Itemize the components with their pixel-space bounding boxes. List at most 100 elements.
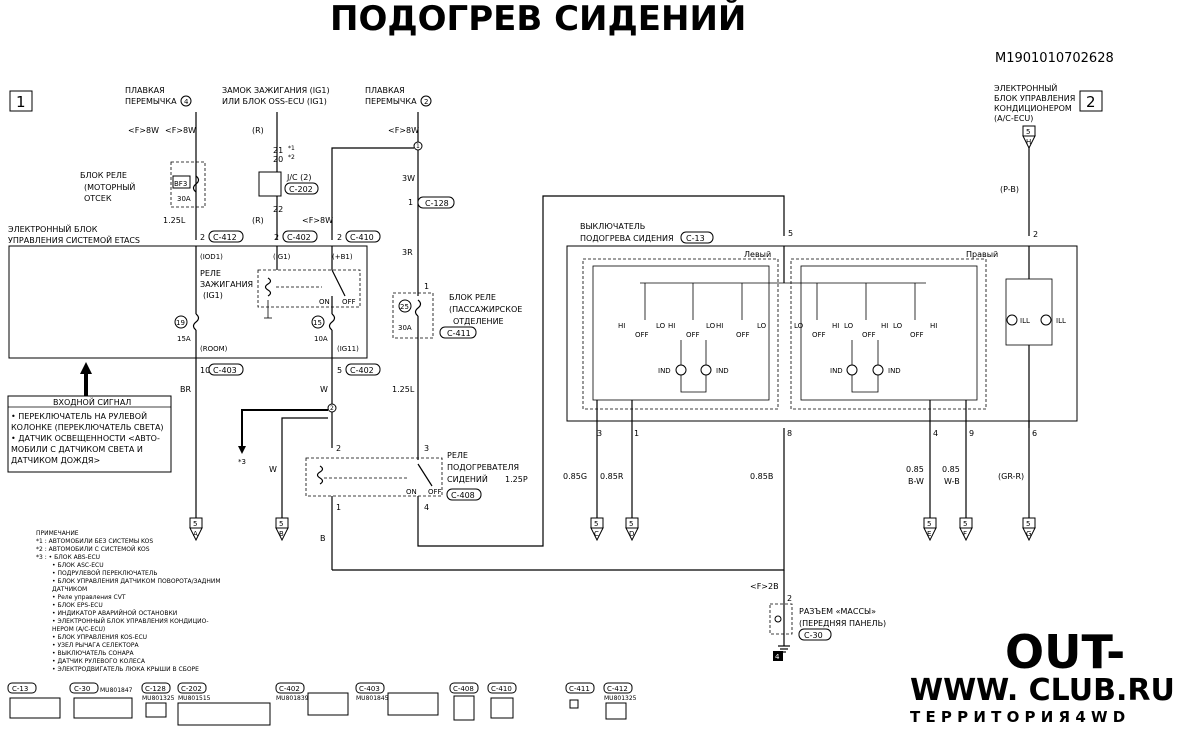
offpage-f: 5 F bbox=[959, 517, 973, 542]
svg-text:• ПОДРУЛЕВОЙ ПЕРЕКЛЮЧАТЕЛЬ: • ПОДРУЛЕВОЙ ПЕРЕКЛЮЧАТЕЛЬ bbox=[52, 570, 157, 577]
pin-1-seatrelay: 1 bbox=[336, 503, 341, 512]
c408-label: C-408 bbox=[451, 491, 475, 500]
relay-ign-switch bbox=[331, 269, 346, 297]
star-1: *1 bbox=[288, 145, 295, 152]
ground-label-1: РАЗЪЕМ «МАССЫ» bbox=[799, 607, 876, 616]
svg-text:MU801847: MU801847 bbox=[100, 687, 133, 694]
svg-text:IND: IND bbox=[716, 367, 729, 375]
seat-relay-coil bbox=[316, 465, 324, 485]
pass-relay-2: (ПАССАЖИРСКОЕ bbox=[449, 305, 522, 314]
relay-ign-on: ON bbox=[319, 298, 330, 306]
svg-text:C-202: C-202 bbox=[181, 685, 202, 693]
svg-text:D: D bbox=[629, 530, 634, 538]
label-r-2: (R) bbox=[252, 216, 264, 225]
pin-8-switch: 8 bbox=[787, 429, 792, 438]
svg-text:HI: HI bbox=[668, 322, 675, 330]
svg-text:C-13: C-13 bbox=[12, 685, 28, 693]
ign-label-1: ЗАМОК ЗАЖИГАНИЯ (IG1) bbox=[222, 86, 330, 95]
input-line-5: ДАТЧИКОМ ДОЖДЯ> bbox=[11, 456, 100, 465]
label-f8w-2: <F>8W bbox=[165, 126, 196, 135]
page-number-right: 2 bbox=[1086, 93, 1096, 111]
svg-text:• ИНДИКАТОР АВАРИЙНОЙ ОСТАНОВК: • ИНДИКАТОР АВАРИЙНОЙ ОСТАНОВКИ bbox=[52, 610, 177, 617]
svg-text:LO: LO bbox=[893, 322, 903, 330]
wire-label-085bw-2: B-W bbox=[908, 477, 924, 486]
svg-text:C-411: C-411 bbox=[569, 685, 590, 693]
offpage-h: 5 H bbox=[1022, 125, 1036, 150]
svg-text:HI: HI bbox=[618, 322, 625, 330]
ground-connector bbox=[769, 603, 793, 635]
pass-relay-1: БЛОК РЕЛЕ bbox=[449, 293, 496, 302]
c202-tag bbox=[284, 182, 319, 195]
svg-text:OFF: OFF bbox=[686, 331, 700, 339]
fuse15-amps: 10A bbox=[314, 335, 328, 343]
page-number-left-box bbox=[9, 90, 33, 112]
svg-text:ПРИМЕЧАНИЕ: ПРИМЕЧАНИЕ bbox=[36, 530, 79, 537]
wire-ground-bus bbox=[332, 428, 785, 571]
label-r-1: (R) bbox=[252, 126, 264, 135]
pin-6-switch: 6 bbox=[1032, 429, 1037, 438]
seat-switch-block bbox=[566, 245, 1078, 422]
label-f8w-1: <F>8W bbox=[128, 126, 159, 135]
svg-text:HI: HI bbox=[832, 322, 839, 330]
relay-ign-3: (IG1) bbox=[203, 291, 223, 300]
etacs-label-1: ЭЛЕКТРОННЫЙ БЛОК bbox=[8, 223, 98, 234]
wire-label-125p: 1.25P bbox=[505, 475, 528, 484]
switch-right-inner bbox=[800, 265, 978, 401]
ill-lamp-1: ILL bbox=[1006, 314, 1030, 326]
input-line-3: • ДАТЧИК ОСВЕЩЕННОСТИ <АВТО- bbox=[11, 434, 160, 443]
pin-22: 22 bbox=[273, 205, 283, 214]
c402-label-a: C-402 bbox=[287, 233, 311, 242]
c128-label: C-128 bbox=[425, 199, 449, 208]
etacs-ig11: (IG11) bbox=[337, 345, 359, 353]
svg-text:5: 5 bbox=[279, 520, 283, 528]
svg-text:5: 5 bbox=[594, 520, 598, 528]
switch-right: Правый bbox=[966, 250, 998, 259]
fuse-bf3: BF3 bbox=[174, 180, 187, 188]
wire-label-3r: 3R bbox=[402, 248, 413, 257]
c202-label: C-202 bbox=[289, 185, 313, 194]
svg-text:C-128: C-128 bbox=[145, 685, 166, 693]
relay-block-engine-outline bbox=[170, 161, 206, 208]
pass-relay-outline bbox=[392, 292, 434, 339]
wire-1-25p bbox=[417, 195, 785, 547]
fuse4-num-circle bbox=[180, 95, 192, 107]
ground-num-box bbox=[773, 651, 783, 661]
fuse2-num-circle bbox=[420, 95, 432, 107]
fuse-bf3-box bbox=[172, 175, 191, 189]
ac-label-4: (A/C-ECU) bbox=[994, 114, 1033, 123]
svg-text:• БЛОК ASC-ECU: • БЛОК ASC-ECU bbox=[52, 562, 104, 569]
pin-5-c402: 5 bbox=[337, 366, 342, 375]
svg-text:C-403: C-403 bbox=[359, 685, 380, 693]
seat-relay-switch bbox=[417, 463, 433, 487]
svg-text:OUT-: OUT- bbox=[1005, 625, 1125, 679]
jc2-box bbox=[258, 171, 282, 197]
fuse25-circle bbox=[398, 299, 412, 313]
ill-lamp-2: ILL bbox=[1040, 314, 1066, 326]
wire-w-branch bbox=[281, 417, 328, 518]
ground-num: 4 bbox=[775, 653, 780, 661]
svg-text:MU801845: MU801845 bbox=[356, 695, 389, 702]
pin-9-switch: 9 bbox=[969, 429, 974, 438]
label-f8w-4: <F>8W bbox=[388, 126, 419, 135]
svg-text:• УЗЕЛ РЫЧАГА СЕЛЕКТОРА: • УЗЕЛ РЫЧАГА СЕЛЕКТОРА bbox=[52, 642, 140, 649]
wire-label-085wb-2: W-B bbox=[944, 477, 960, 486]
fuse19-amps: 15A bbox=[177, 335, 191, 343]
svg-text:C-402: C-402 bbox=[279, 685, 300, 693]
c412-label: C-412 bbox=[213, 233, 237, 242]
seat-relay-2: ПОДОГРЕВАТЕЛЯ bbox=[447, 463, 519, 472]
relay-block-engine-3: ОТСЕК bbox=[84, 194, 112, 203]
etacs-ig1: (IG1) bbox=[273, 253, 291, 261]
svg-text:НЕРОМ (A/C-ECU): НЕРОМ (A/C-ECU) bbox=[52, 626, 105, 633]
ign-label-2: ИЛИ БЛОК OSS-ECU (IG1) bbox=[222, 97, 327, 106]
seat-relay-1: РЕЛЕ bbox=[447, 451, 468, 460]
relay-ign-1: РЕЛЕ bbox=[200, 269, 221, 278]
svg-text:HI: HI bbox=[930, 322, 937, 330]
c13-label: C-13 bbox=[686, 234, 705, 243]
svg-text:H: H bbox=[1026, 138, 1031, 146]
svg-text:5: 5 bbox=[963, 520, 967, 528]
fuse-bf3-symbol bbox=[192, 175, 200, 193]
svg-text:IND: IND bbox=[830, 367, 843, 375]
fuse4-label-2: ПЕРЕМЫЧКА bbox=[125, 97, 177, 106]
svg-text:5: 5 bbox=[1026, 128, 1030, 136]
wire-label-grr: (GR-R) bbox=[998, 472, 1024, 481]
